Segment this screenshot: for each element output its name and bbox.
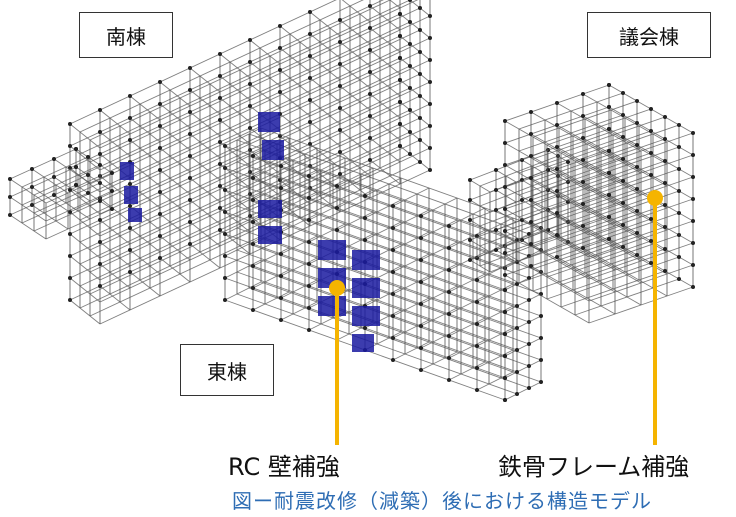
rc-wall-panel — [258, 200, 282, 218]
council-building-frame — [503, 83, 695, 324]
rc-wall-panel — [318, 296, 346, 316]
rc-wall-panel — [352, 278, 380, 298]
callout-pointers — [329, 190, 663, 445]
rc-wall-panel — [124, 186, 138, 204]
rc-wall-panels — [120, 112, 380, 352]
south-building-label: 南棟 — [79, 12, 173, 58]
council-building-label: 議会棟 — [587, 12, 711, 58]
rc-wall-panel — [128, 208, 142, 222]
rc-wall-panel — [352, 306, 380, 326]
rc-wall-pointer — [329, 280, 345, 445]
steel-frame-callout-label: 鉄骨フレーム補強 — [498, 453, 690, 481]
rc-wall-panel — [258, 112, 280, 132]
building-frames — [8, 0, 695, 402]
figure-caption: 図ー耐震改修（減築）後における構造モデル — [232, 489, 652, 513]
rc-wall-panel — [352, 334, 374, 352]
rc-wall-panel — [120, 162, 134, 180]
rc-wall-panel — [318, 240, 346, 260]
east-building-label: 東棟 — [180, 344, 274, 396]
rc-wall-panel — [258, 226, 282, 244]
rc-wall-callout-label: RC 壁補強 — [228, 453, 340, 481]
rc-wall-panel — [352, 250, 380, 270]
rc-wall-panel — [262, 140, 284, 160]
steel-frame-pointer — [647, 190, 663, 445]
west-annex-frame — [8, 147, 114, 240]
